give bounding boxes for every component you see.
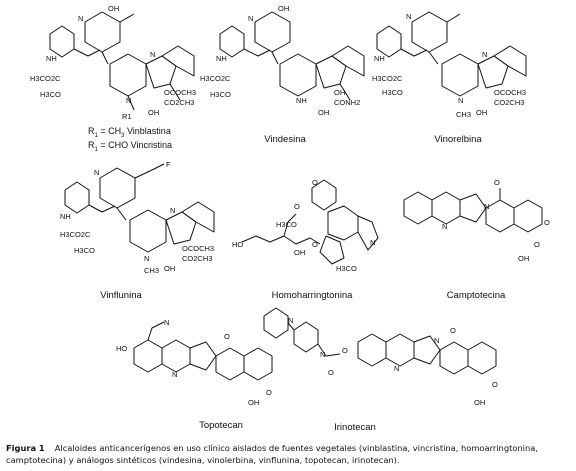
atom-ococh3: OCOCH3 <box>164 88 197 97</box>
molecule-vinblastina: OH N NH H3CO2C H3CO N OCOCH3 CO2CH3 N OH… <box>30 4 200 124</box>
label-vinflunina: Vinflunina <box>100 290 142 301</box>
atom-o: O <box>494 178 500 187</box>
atom-h3co2c: H3CO2C <box>30 74 61 83</box>
atom-o: O <box>342 346 348 355</box>
structure-vinblastina <box>49 11 195 111</box>
atom-o2: O <box>328 368 334 377</box>
r-definition-2: R1 = CHO Vincristina <box>88 140 172 153</box>
atom-co2ch3: CO2CH3 <box>494 98 525 107</box>
atom-nh: NH <box>374 54 385 63</box>
structure-camptotecina <box>403 188 543 233</box>
structure-vindesina <box>219 11 365 101</box>
atom-nh: NH <box>46 54 57 63</box>
atom-ococh3: OCOCH3 <box>494 88 527 97</box>
atom-n2: N <box>150 50 156 59</box>
atom-n: N <box>172 370 178 379</box>
atom-n: N <box>94 168 100 177</box>
atom-oh: OH <box>108 4 120 13</box>
label-irinotecan: Irinotecan <box>334 422 376 433</box>
atom-n2: N <box>170 206 176 215</box>
atom-n2: N <box>484 202 490 211</box>
caption-text: Alcaloides anticancerígenos en uso clíni… <box>6 443 538 465</box>
structure-vinflunina <box>64 163 215 253</box>
atom-ch3: CH3 <box>456 110 472 119</box>
atom-co2ch3: CO2CH3 <box>182 254 213 263</box>
molecule-vindesina: OH N NH H3CO2C H3CO OH CONH2 NH OH <box>200 4 370 124</box>
structure-topotecan <box>133 321 273 381</box>
atom-n2: N <box>482 50 488 59</box>
atom-o3: O <box>450 326 456 335</box>
atom-o: O <box>312 178 318 187</box>
atom-n3: N <box>394 364 400 373</box>
atom-h3co2: H3CO <box>336 264 357 273</box>
label-camptotecina: Camptotecina <box>446 290 506 301</box>
molecule-vinorelbina: N NH H3CO2C H3CO N OCOCH3 CO2CH3 N OH CH… <box>372 4 542 124</box>
label-vinorelbina: Vinorelbina <box>434 134 482 145</box>
label-topotecan: Topotecan <box>199 420 243 431</box>
atom-n3: N <box>144 254 150 263</box>
molecule-camptotecina: O N N O O OH <box>394 178 564 278</box>
atom-h3co: H3CO <box>74 246 95 255</box>
atom-h3co: H3CO <box>40 90 61 99</box>
molecule-vinflunina: F N NH H3CO2C H3CO N OCOCH3 CO2CH3 N OH … <box>60 160 230 278</box>
atom-o4: O <box>492 380 498 389</box>
atom-n1: N <box>288 316 294 325</box>
atom-nh: NH <box>216 54 227 63</box>
atom-co2ch3: CO2CH3 <box>164 98 195 107</box>
atom-nh2: NH <box>296 96 307 105</box>
structure-homoharringtonina <box>241 179 379 265</box>
atom-oh: OH <box>164 264 176 273</box>
atom-oh2: OH <box>148 108 160 117</box>
atom-oh: OH <box>476 108 488 117</box>
atom-o3: O <box>534 240 540 249</box>
molecule-irinotecan: N N O O N N O O OH <box>254 302 554 420</box>
atom-h3co: H3CO <box>210 90 231 99</box>
atom-n3: N <box>126 96 132 105</box>
atom-nh: NH <box>60 212 71 221</box>
structure-vinorelbina <box>376 11 527 97</box>
label-vindesina: Vindesina <box>264 134 306 145</box>
atom-h3co2c: H3CO2C <box>60 230 91 239</box>
atom-n4: N <box>434 336 440 345</box>
atom-oh2: OH <box>318 108 330 117</box>
atom-oh: OH <box>474 398 486 407</box>
atom-n: N <box>248 14 254 23</box>
atom-o: O <box>224 332 230 341</box>
atom-h3co2c: H3CO2C <box>372 74 403 83</box>
atom-n: N <box>78 14 84 23</box>
atom-ch3: CH3 <box>144 266 160 275</box>
atom-ococh3: OCOCH3 <box>182 244 215 253</box>
atom-o2: O <box>294 202 300 211</box>
atom-ho: HO <box>232 240 244 249</box>
atom-oh: OH <box>248 398 260 407</box>
molecule-homoharringtonina: O O H3CO HO OH O N H3CO <box>232 178 392 278</box>
atom-o2: O <box>544 218 550 227</box>
atom-oh: OH <box>518 254 530 263</box>
label-homoharringtonina: Homoharringtonina <box>271 290 353 301</box>
atom-oh: OH <box>294 248 306 257</box>
atom-oh3: OH <box>334 88 346 97</box>
structure-irinotecan <box>263 307 497 375</box>
atom-oh: OH <box>278 4 290 13</box>
atom-r1: R1 <box>122 112 132 121</box>
atom-n: N <box>370 238 376 247</box>
atom-h3co: H3CO <box>276 220 297 229</box>
atom-o3: O <box>312 240 318 249</box>
atom-n: N <box>442 222 448 231</box>
atom-h3co: H3CO <box>382 88 403 97</box>
atom-ho: HO <box>116 344 128 353</box>
r-definition-1: R1 = CH3 Vinblastina <box>88 126 171 139</box>
atom-n2: N <box>320 350 326 359</box>
atom-n: N <box>406 12 412 21</box>
atom-n-dimethyl: N <box>164 318 170 327</box>
caption-label: Figura 1 <box>6 443 45 453</box>
atom-n3: N <box>458 96 464 105</box>
atom-conh2: CONH2 <box>334 98 361 107</box>
atom-o2: O <box>266 388 272 397</box>
molecule-topotecan: N HO N O O OH <box>112 318 292 418</box>
atom-h3co2c: H3CO2C <box>200 74 231 83</box>
atom-f: F <box>166 160 171 169</box>
